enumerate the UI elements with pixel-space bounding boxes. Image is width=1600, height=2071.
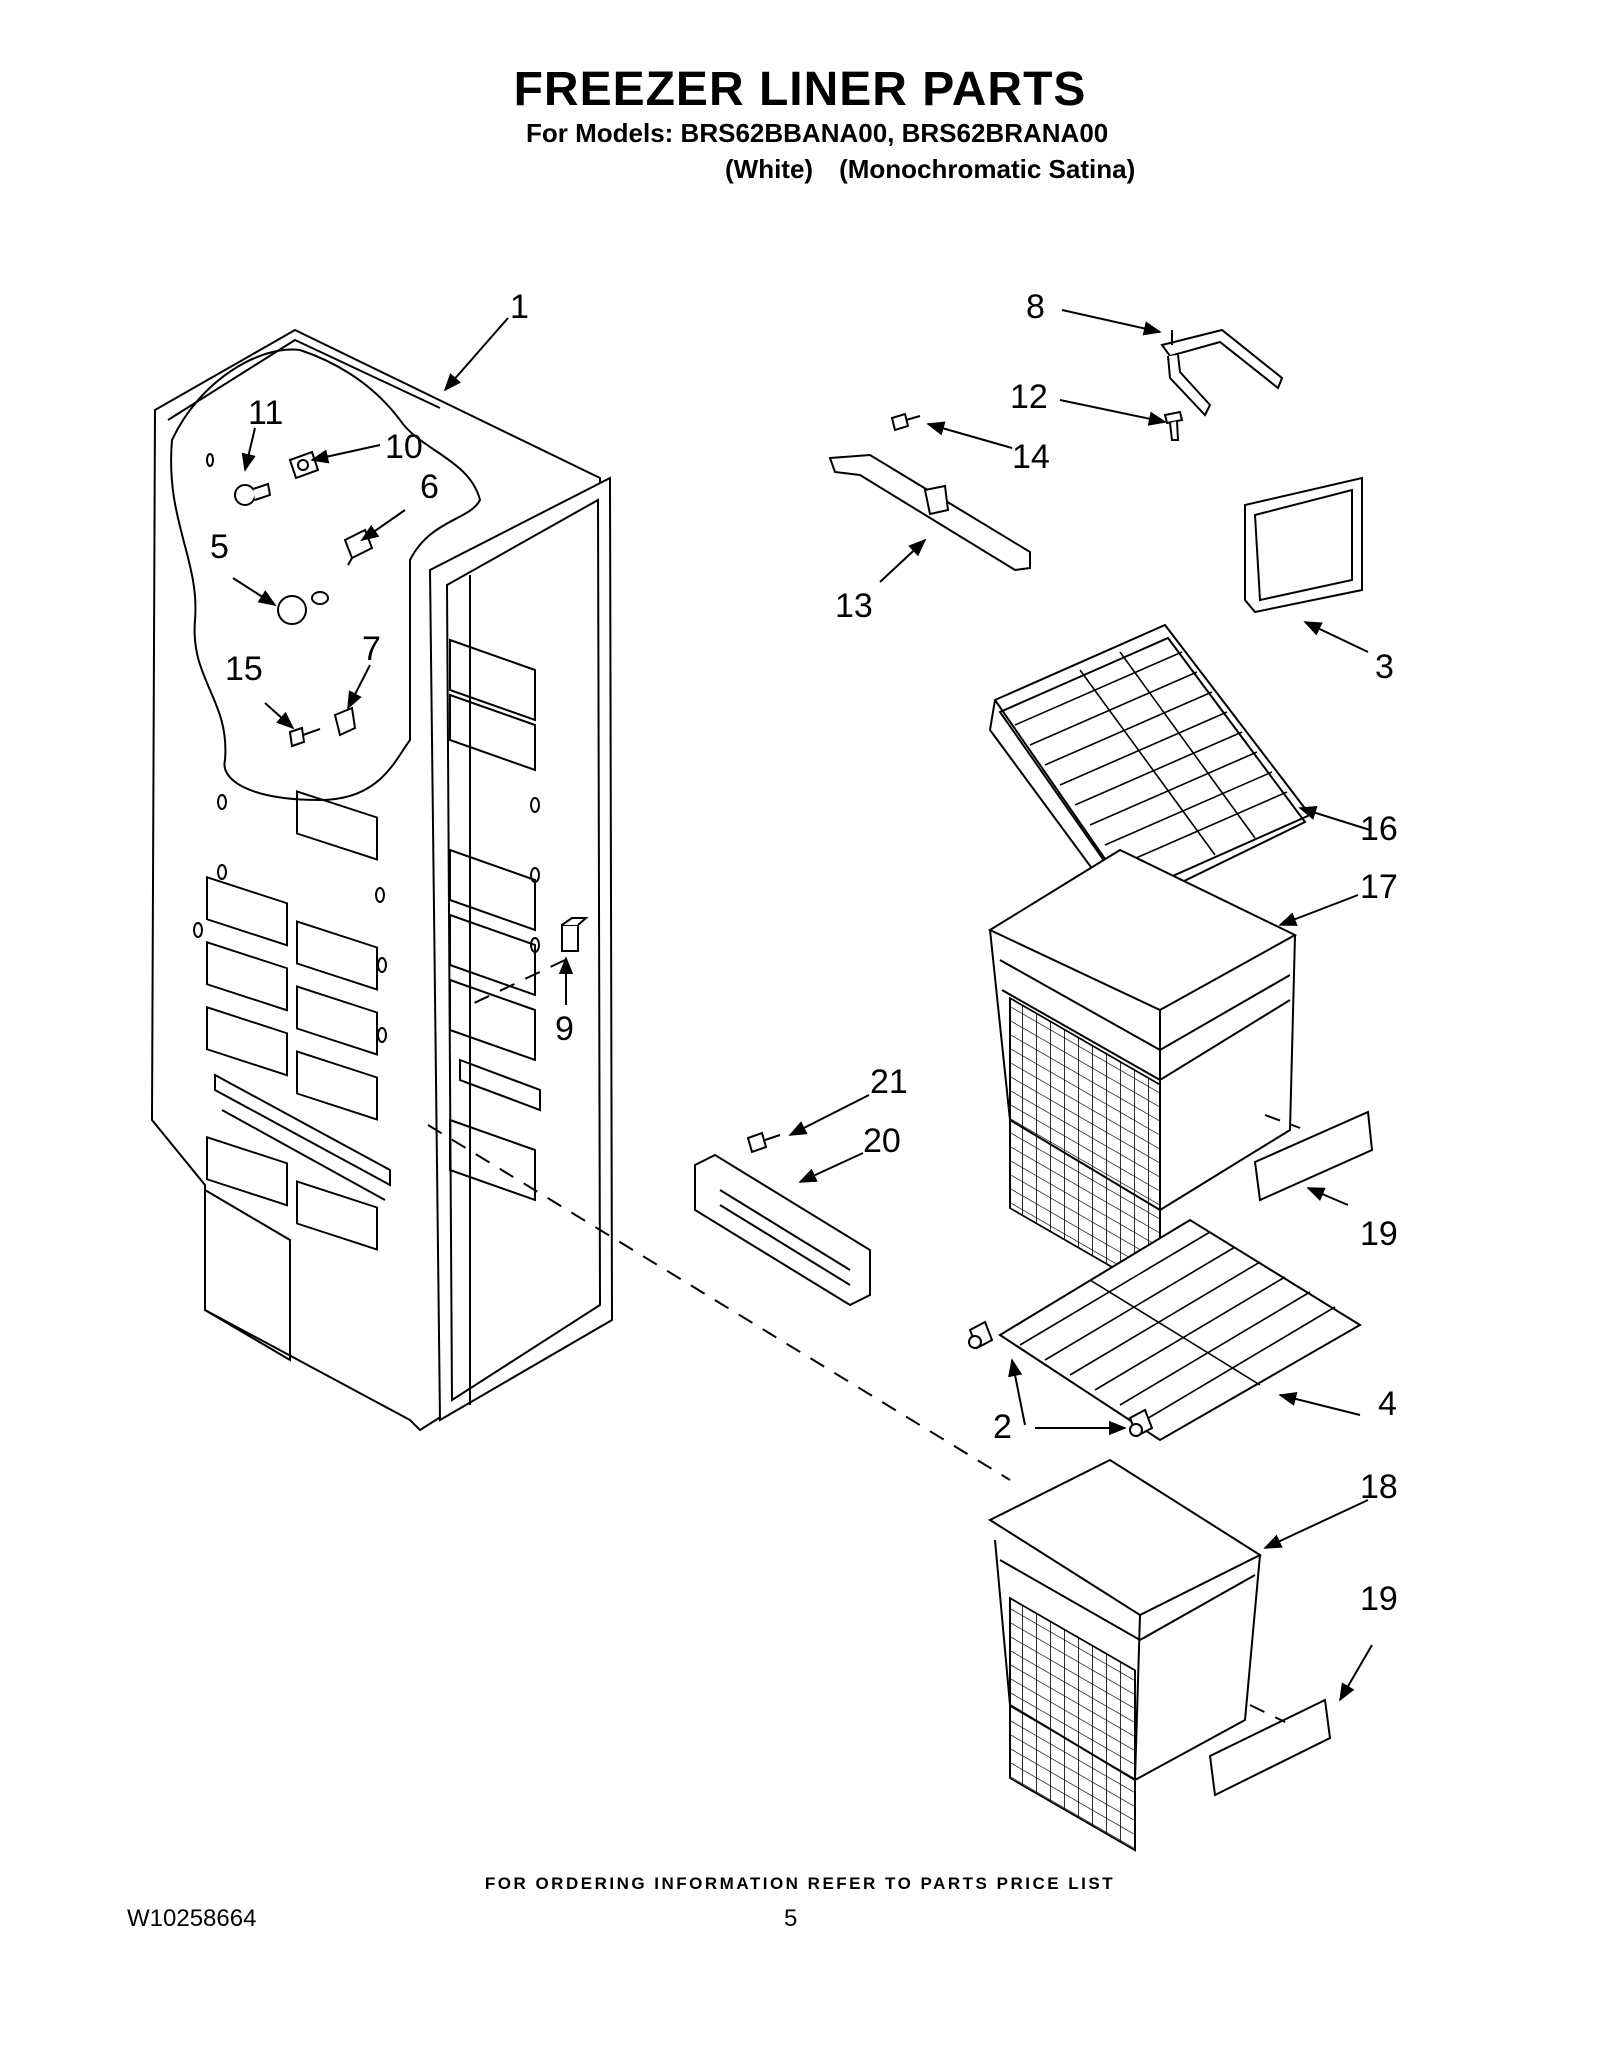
- leader-arrows: [232, 309, 1373, 1702]
- shelf-stud-part-2: [968, 1320, 1154, 1438]
- trim-part-19-lower: [1208, 1698, 1332, 1797]
- callout-labels: 1 8 12 14 11 10 6 5 7 15 13 3 16 17 9 21…: [210, 288, 1398, 1618]
- bracket-part-8: [1160, 328, 1284, 417]
- variant-satina: (Monochromatic Satina): [839, 154, 1136, 184]
- basket-part-17: [987, 848, 1298, 1297]
- rail-part-13: [828, 453, 1031, 572]
- callout-18: 18: [1360, 1468, 1398, 1506]
- shelf-part-4: [998, 1218, 1362, 1442]
- callout-5: 5: [210, 528, 229, 566]
- callout-16: 16: [1360, 810, 1398, 848]
- variant-white: (White): [725, 154, 814, 184]
- callout-10: 10: [385, 428, 423, 466]
- callout-2: 2: [993, 1408, 1012, 1446]
- screw-part-14: [890, 412, 921, 432]
- callout-15: 15: [225, 650, 263, 688]
- screw-part-21: [746, 1131, 781, 1154]
- callout-6: 6: [420, 468, 439, 506]
- basket-part-18: [987, 1458, 1263, 1852]
- liner-right-openings: [449, 638, 541, 1202]
- model-variants: (White) (Monochromatic Satina): [725, 154, 1161, 185]
- callout-13: 13: [835, 587, 873, 625]
- callout-7: 7: [362, 630, 381, 668]
- ordering-note: FOR ORDERING INFORMATION REFER TO PARTS …: [484, 1874, 1116, 1893]
- callout-19-upper: 19: [1360, 1215, 1398, 1253]
- document-number: W10258664: [127, 1905, 257, 1932]
- bracket-part-20: [694, 1153, 871, 1307]
- callout-3: 3: [1375, 648, 1394, 686]
- callout-14: 14: [1012, 438, 1050, 476]
- inner-components: [234, 450, 589, 952]
- screw-part-12: [1163, 410, 1184, 441]
- callout-8: 8: [1026, 288, 1045, 326]
- freezer-liner: [150, 328, 614, 1432]
- liner-openings: [206, 790, 391, 1251]
- page-title: FREEZER LINER PARTS: [513, 63, 1087, 116]
- callout-1: 1: [510, 288, 529, 326]
- callout-11: 11: [248, 394, 283, 432]
- callout-4: 4: [1378, 1385, 1397, 1423]
- models-line: For Models: BRS62BBANA00, BRS62BRANA00: [526, 118, 1109, 148]
- callout-21: 21: [870, 1063, 908, 1101]
- page-number: 5: [784, 1905, 798, 1932]
- reference-lines: [427, 959, 1301, 1723]
- trim-part-19-upper: [1253, 1110, 1374, 1202]
- callout-20: 20: [863, 1122, 901, 1160]
- frame-part-3: [1244, 476, 1363, 614]
- callout-19-lower: 19: [1360, 1580, 1398, 1618]
- callout-9: 9: [555, 1010, 574, 1048]
- callout-17: 17: [1360, 868, 1398, 906]
- callout-12: 12: [1010, 378, 1048, 416]
